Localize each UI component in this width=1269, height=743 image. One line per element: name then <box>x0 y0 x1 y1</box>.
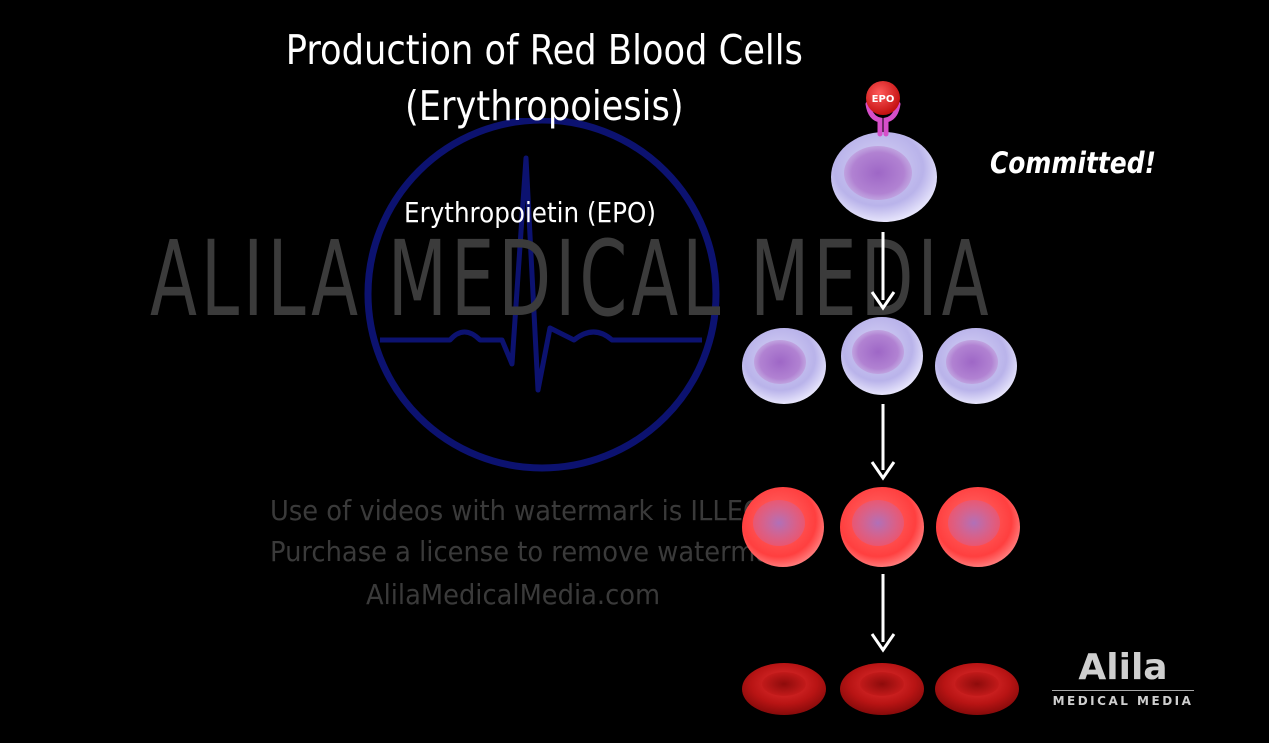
erythroblast-cell <box>936 487 1020 567</box>
title-line-2: (Erythropoiesis) <box>404 82 684 130</box>
logo-divider <box>1052 690 1194 691</box>
logo-main-text: Alila <box>1078 647 1168 688</box>
brand-logo: Alila MEDICAL MEDIA <box>1052 648 1194 709</box>
watermark-brand-text: ALILA MEDICAL MEDIA <box>150 218 993 340</box>
red-blood-cell <box>742 663 826 715</box>
progenitor-cell <box>841 317 923 395</box>
watermark-notice-line-1: Use of videos with watermark is ILLEGAL <box>270 494 795 527</box>
committed-progenitor-cell <box>831 132 937 222</box>
arrow-3 <box>870 574 896 653</box>
arrow-1 <box>870 232 896 311</box>
title-line-1: Production of Red Blood Cells <box>285 26 803 74</box>
hormone-label: Erythropoietin (EPO) <box>404 196 656 229</box>
arrow-2 <box>870 404 896 481</box>
epo-molecule-icon: EPO <box>866 81 900 115</box>
watermark-website: AlilaMedicalMedia.com <box>366 578 661 611</box>
progenitor-cell <box>742 328 826 404</box>
page-title: Production of Red Blood Cells (Erythropo… <box>76 22 1013 134</box>
committed-text: Committed! <box>990 146 1156 180</box>
red-blood-cell <box>935 663 1019 715</box>
erythroblast-cell <box>840 487 924 567</box>
progenitor-cell <box>935 328 1017 404</box>
erythroblast-cell <box>742 487 824 567</box>
logo-sub-text: MEDICAL MEDIA <box>1052 694 1194 708</box>
watermark-notice-line-2: Purchase a license to remove watermark! <box>270 535 807 568</box>
epo-tag: EPO <box>872 94 895 105</box>
watermark-ecg-circle <box>364 118 720 472</box>
red-blood-cell <box>840 663 924 715</box>
